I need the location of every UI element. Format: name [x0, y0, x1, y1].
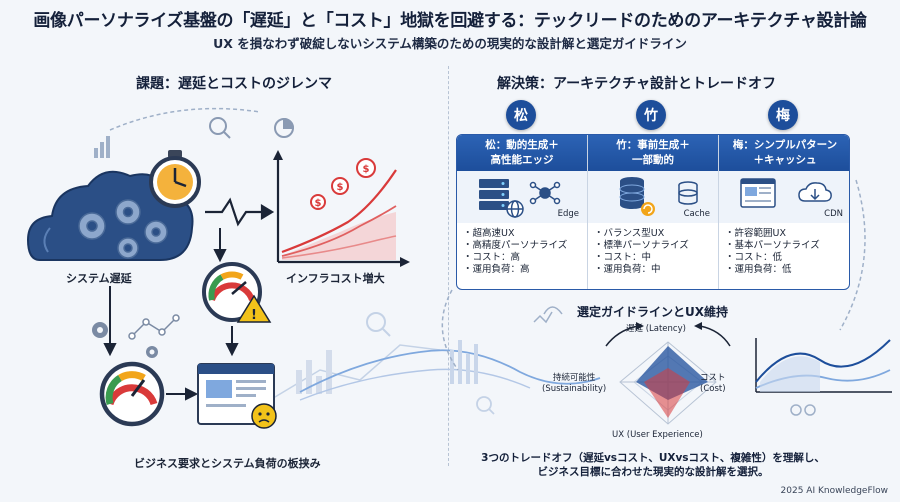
edge-network-icon — [529, 181, 561, 205]
svg-text:!: ! — [251, 308, 257, 323]
tier-badge-matsu: 松 — [506, 100, 536, 130]
mini-bar-icon — [94, 136, 110, 158]
tier-comparison-table: 松：動的生成＋ 高性能エッジ — [456, 134, 850, 290]
radar-label-line: (Sustainability) — [542, 384, 607, 394]
page-title: 画像パーソナライズ基盤の「遅延」と「コスト」地獄を回避する：テックリードのための… — [33, 11, 867, 31]
tier-column-take: 竹：事前生成＋ 一部動的 — [588, 135, 719, 289]
refresh-icon — [641, 202, 655, 216]
network-mini-icon — [128, 314, 180, 340]
tier-header: 竹：事前生成＋ 一部動的 — [588, 135, 718, 171]
faint-search-icon — [366, 312, 391, 337]
tier-point: ・運用負荷：中 — [594, 264, 661, 275]
svg-text:$: $ — [337, 182, 344, 193]
tier-header-line: ＋キャッシュ — [753, 154, 817, 166]
radar-label-ux: UX (User Experience) — [612, 430, 703, 440]
gear-icon — [78, 199, 168, 259]
tier-badge-ume: 梅 — [768, 100, 798, 130]
tier-points: ・バランス型UX ・標準パーソナライズ ・コスト：中 ・運用負荷：中 — [588, 223, 718, 281]
squeeze-arrow — [166, 387, 199, 401]
conclusion-line: 3つのトレードオフ（遅延vsコスト、UXvsコスト、複雑性）を理解し、 — [481, 452, 825, 464]
conclusion-line: ビジネス目標に合わせた現実的な設計解を選択。 — [537, 466, 769, 478]
guideline-heading: 選定ガイドラインとUX維持 — [577, 305, 728, 319]
tier-header-line: 一部動的 — [632, 154, 674, 166]
tier-column-matsu: 松：動的生成＋ 高性能エッジ — [457, 135, 588, 289]
faint-bars — [296, 350, 332, 394]
radar-label-line: コスト — [700, 373, 726, 383]
gauge-icon — [202, 262, 262, 322]
wave-bars — [450, 340, 478, 384]
tier-point: ・コスト：低 — [725, 252, 783, 263]
tier-point: ・高精度パーソナライズ — [463, 240, 568, 251]
tier-point: ・超高速UX — [463, 228, 515, 239]
dollar-coin-icon: $ $ $ — [310, 158, 376, 210]
webpage-icon — [740, 178, 776, 208]
tier-illustration: Cache — [588, 171, 718, 223]
flow-arrow — [103, 228, 239, 357]
gear-mini-icon — [92, 322, 158, 358]
problem-heading: 課題：遅延とコストのジレンマ — [136, 76, 332, 92]
tier-header: 松：動的生成＋ 高性能エッジ — [457, 135, 587, 171]
latency-to-cost-arrow — [205, 197, 275, 227]
conclusion-text: 3つのトレードオフ（遅延vsコスト、UXvsコスト、複雑性）を理解し、 ビジネス… — [458, 451, 848, 479]
background-trend-line — [269, 344, 441, 401]
globe-icon — [506, 200, 524, 218]
tier-header-line: 松：動的生成＋ — [485, 139, 559, 151]
database-icon — [619, 177, 645, 209]
cost-growth-chart — [273, 150, 410, 267]
analytics-mini-icons — [209, 117, 295, 139]
radar-label-line: (Cost) — [700, 384, 726, 394]
tier-header-line: 高性能エッジ — [490, 154, 554, 166]
faint-search-icon — [476, 396, 495, 415]
tier-point: ・標準パーソナライズ — [594, 240, 689, 251]
tier-illustration: CDN — [719, 171, 849, 223]
radar-label-line: 持続可能性 — [552, 373, 596, 383]
section-divider — [448, 66, 449, 466]
tier-point: ・コスト：中 — [594, 252, 652, 263]
tier-icon-label: Cache — [683, 209, 710, 219]
radar-series-a — [636, 346, 708, 400]
cdn-cloud-icon — [798, 182, 832, 202]
tier-point: ・運用負荷：低 — [725, 264, 792, 275]
cache-icon — [678, 181, 698, 205]
tier-point: ・バランス型UX — [594, 228, 665, 239]
page-subtitle: UX を損なわず破綻しないシステム構築のための現実的な設計解と選定ガイドライン — [213, 36, 687, 51]
radar-label-sustainability: 持続可能性 (Sustainability) — [542, 373, 606, 395]
tier-badge-take: 竹 — [636, 100, 666, 130]
tier-header-line: 梅：シンプルパターン — [732, 139, 838, 151]
cost-label: インフラコスト増大 — [286, 272, 385, 285]
credit: 2025 AI KnowledgeFlow — [780, 486, 888, 496]
svg-text:$: $ — [315, 198, 322, 209]
tier-header-line: 竹：事前生成＋ — [616, 139, 690, 151]
tier-point: ・運用負荷：高 — [463, 264, 530, 275]
speed-gauge-icon — [99, 361, 165, 427]
svg-text:$: $ — [363, 164, 370, 175]
latency-label: システム遅延 — [66, 272, 132, 285]
tier-points: ・許容範囲UX ・基本パーソナライズ ・コスト：低 ・運用負荷：低 — [719, 223, 849, 281]
squeeze-label: ビジネス要求とシステム負荷の板挟み — [134, 457, 321, 470]
trend-line-chart — [755, 338, 892, 393]
tier-icon-label: Edge — [557, 209, 579, 219]
frustrated-face-icon — [251, 403, 277, 429]
problem-illustration: $ $ $ ! — [26, 107, 441, 429]
radar-series-b — [644, 368, 690, 418]
tier-column-ume: 梅：シンプルパターン ＋キャッシュ CDN — [719, 135, 849, 289]
stopwatch-icon — [149, 150, 201, 208]
tier-point: ・基本パーソナライズ — [725, 240, 820, 251]
solution-heading: 解決策：アーキテクチャ設計とトレードオフ — [497, 76, 777, 92]
tier-header: 梅：シンプルパターン ＋キャッシュ — [719, 135, 849, 171]
tier-points: ・超高速UX ・高精度パーソナライズ ・コスト：高 ・運用負荷：高 — [457, 223, 587, 281]
tier-illustration: Edge — [457, 171, 587, 223]
server-rack-icon — [479, 179, 509, 210]
radar-label-latency: 遅延 (Latency) — [626, 324, 686, 334]
tier-icon-label: CDN — [824, 209, 843, 219]
tier-point: ・許容範囲UX — [725, 228, 786, 239]
tier-point: ・コスト：高 — [463, 252, 521, 263]
radar-label-cost: コスト (Cost) — [700, 373, 726, 395]
warning-icon: ! — [236, 294, 272, 323]
